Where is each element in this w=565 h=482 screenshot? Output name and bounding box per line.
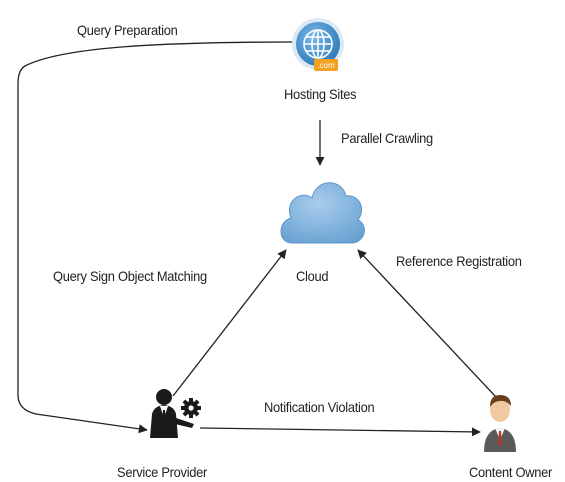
hosting-sites-label: Hosting Sites	[284, 86, 357, 102]
globe-icon: .com	[292, 18, 344, 71]
query-preparation-edge	[17, 41, 294, 434]
service-provider-label: Service Provider	[117, 464, 208, 480]
content-owner-icon	[484, 395, 516, 452]
reference-registration-edge	[357, 249, 497, 398]
cloud-icon	[280, 182, 365, 244]
content-owner-label: Content Owner	[469, 464, 553, 480]
cloud-label: Cloud	[296, 268, 329, 284]
notification-violation-label: Notification Violation	[264, 399, 375, 415]
com-badge: .com	[317, 61, 335, 70]
parallel-crawling-label: Parallel Crawling	[341, 130, 433, 146]
query-sign-edge	[172, 249, 287, 397]
service-provider-icon	[150, 389, 201, 438]
reference-registration-label: Reference Registration	[396, 253, 522, 269]
query-preparation-label: Query Preparation	[77, 22, 178, 38]
notification-edge	[199, 427, 481, 437]
query-sign-object-matching-label: Query Sign Object Matching	[53, 268, 207, 284]
